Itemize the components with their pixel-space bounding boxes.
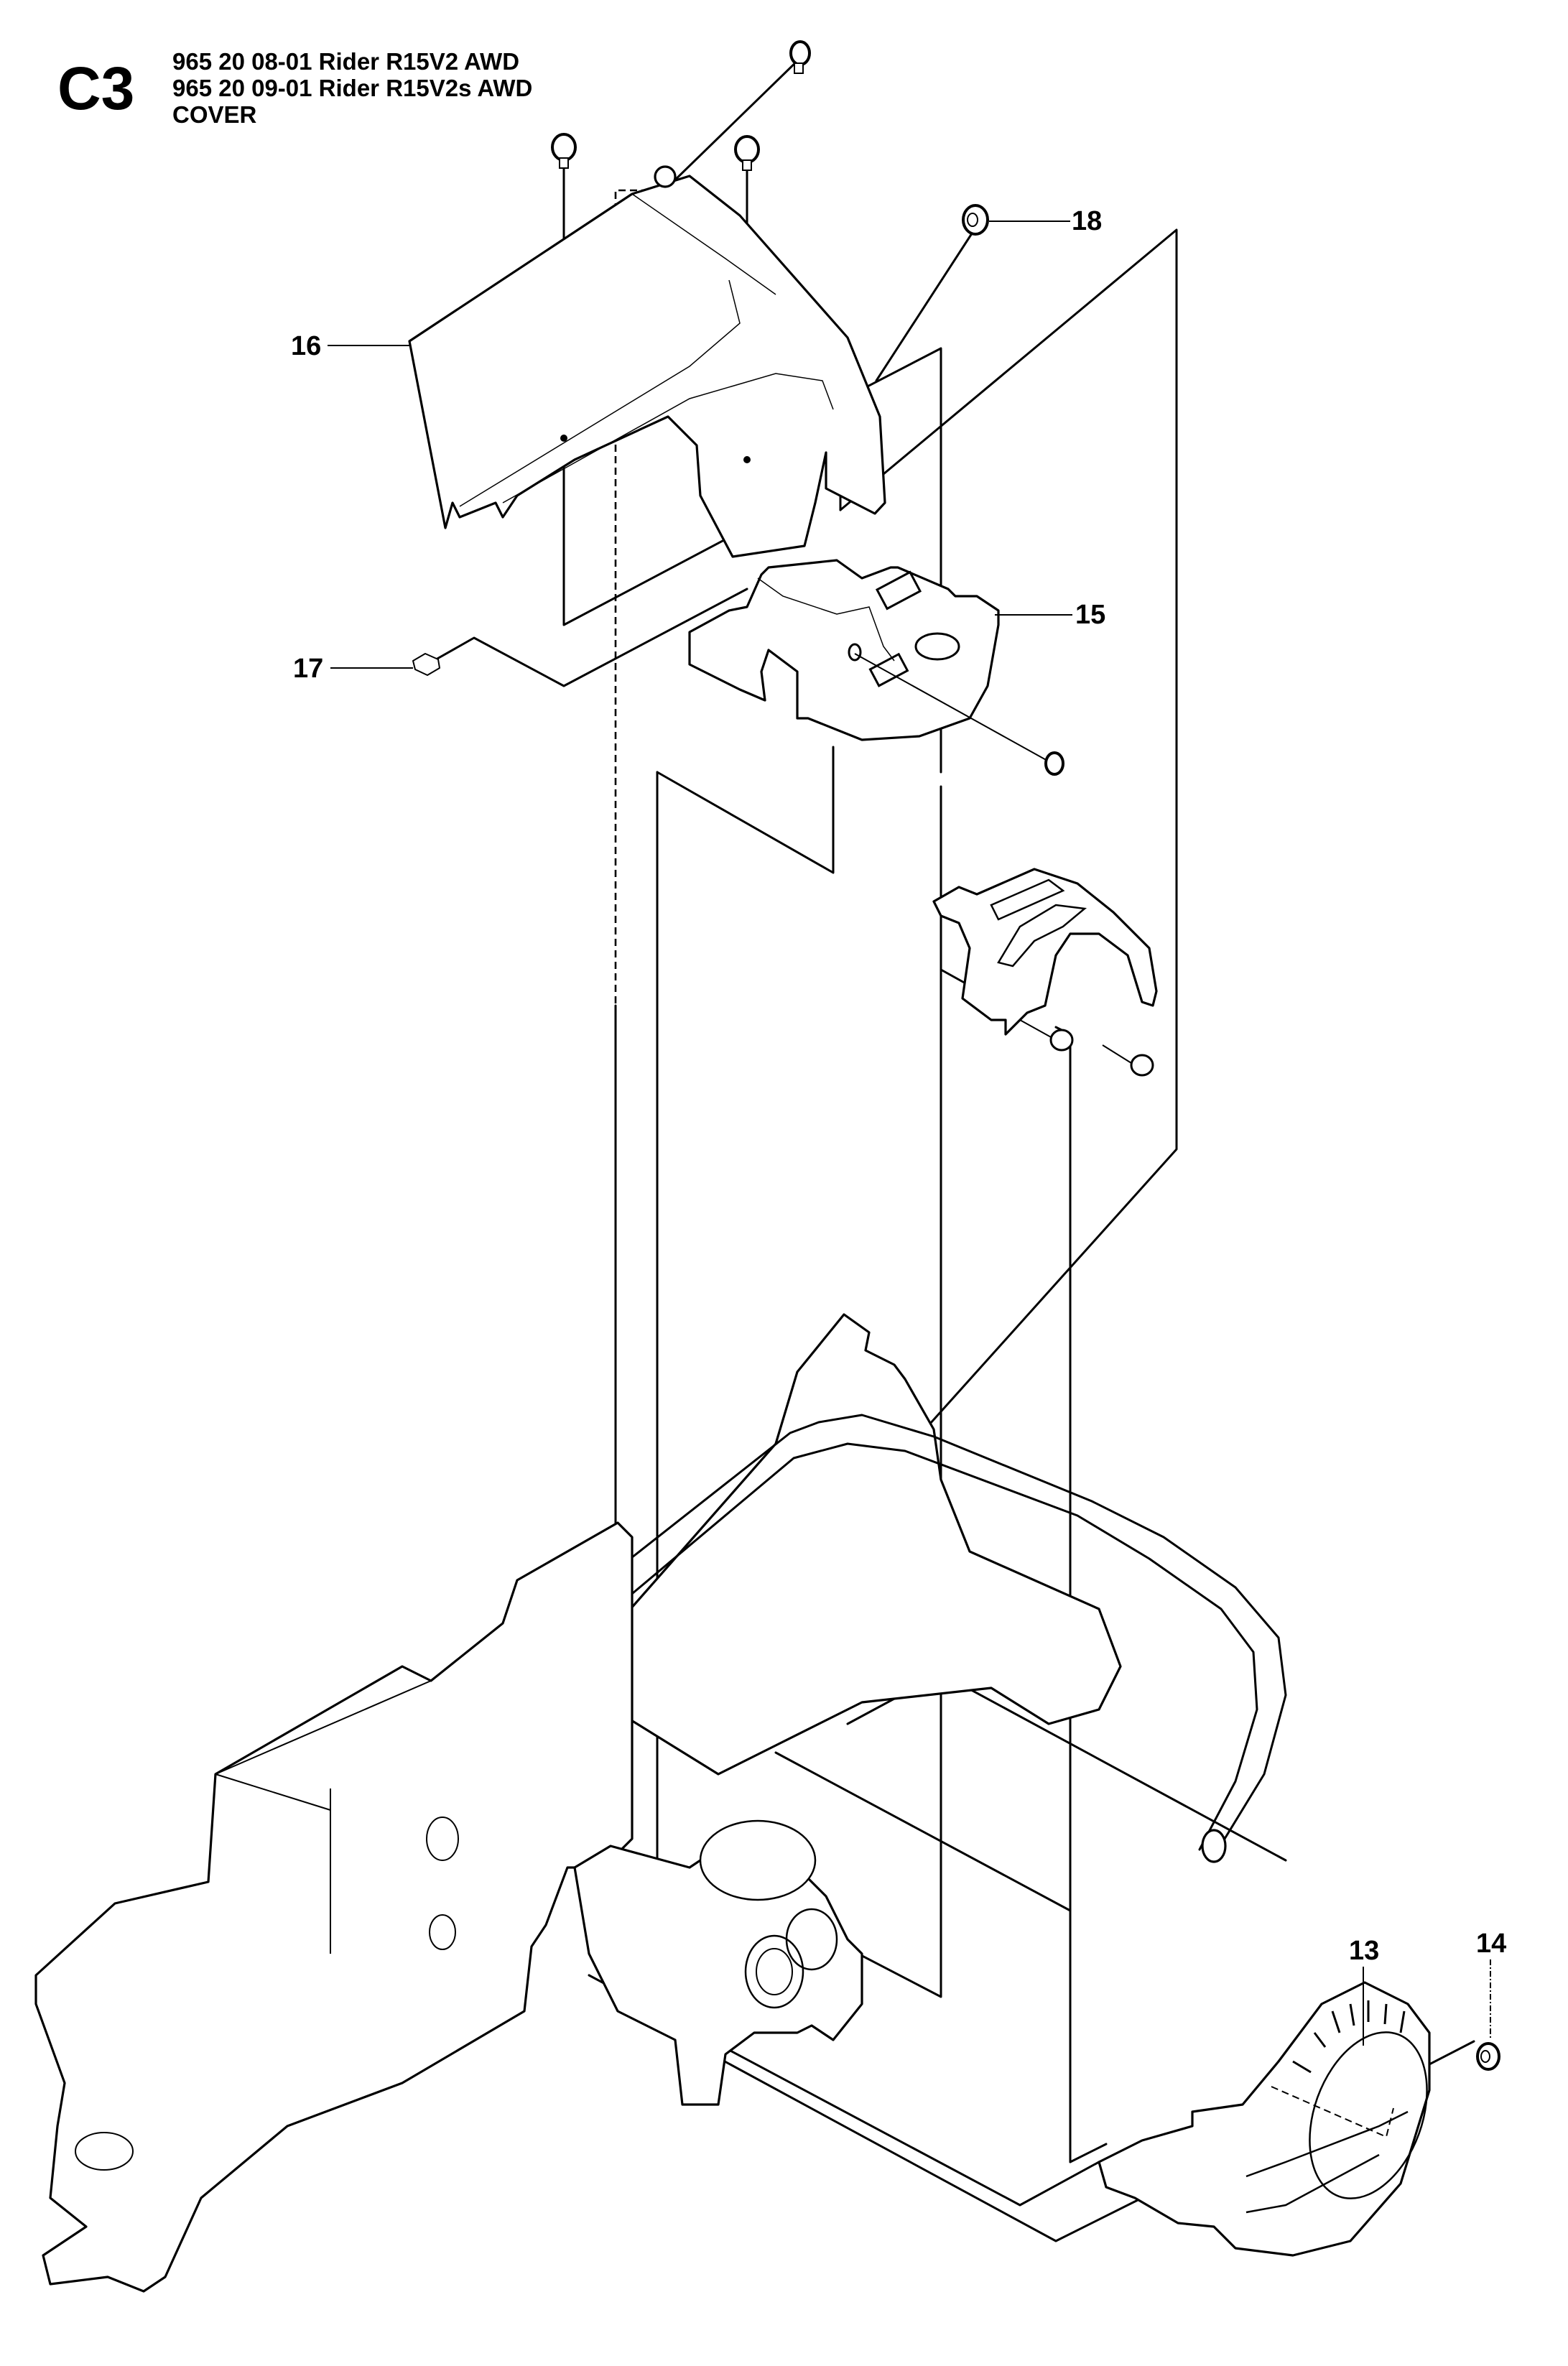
screw[interactable] [734, 135, 760, 171]
upper-cover-tab [654, 165, 677, 188]
part-chassis-frame [34, 1313, 1287, 2293]
handle-tube [570, 1414, 1287, 1840]
chassis-hole [426, 1817, 459, 1861]
callout-label: 16 [291, 331, 321, 361]
guide-line [430, 588, 748, 687]
guide-line [588, 1974, 1100, 2207]
main-chassis [34, 1521, 634, 2293]
lower-cover-edge [757, 577, 895, 662]
tube-end [1201, 1829, 1227, 1863]
model-line-2: 965 20 09-01 Rider R15V2s AWD [172, 75, 532, 101]
screw[interactable] [1044, 751, 1064, 776]
upper-cover-edge [459, 279, 741, 507]
callout-label: 17 [293, 654, 323, 684]
clip-nut-body [412, 653, 440, 676]
callout-15[interactable]: 15 [995, 600, 1105, 630]
guide-line [774, 1751, 1072, 1912]
callout-13[interactable]: 13 [1349, 1936, 1379, 2046]
steering-column-frame [566, 1313, 1122, 1776]
callout-label: 15 [1075, 600, 1105, 630]
screw-14[interactable] [1476, 2042, 1500, 2071]
part-clip-nut[interactable] [412, 653, 440, 676]
screw-hole [848, 643, 862, 662]
bracket-slot [997, 904, 1087, 968]
bolt [1130, 1054, 1154, 1077]
bracket-slot [990, 878, 1065, 921]
wheel-cover-cap [1309, 2031, 1428, 2199]
screw-group-top [551, 40, 989, 236]
gear-segment [699, 1819, 817, 1901]
screw-hole [743, 456, 751, 463]
upper-cover-edge [631, 193, 776, 295]
part-wheel-cover[interactable] [1098, 1981, 1449, 2257]
chassis-edge [215, 1680, 432, 1954]
diagram-header: C3 965 20 08-01 Rider R15V2 AWD 965 20 0… [57, 48, 532, 128]
assembly-name: COVER [172, 101, 257, 128]
part-upper-cover[interactable] [408, 165, 886, 558]
wheel-cover-band [1245, 2110, 1409, 2214]
lower-cover-window [875, 570, 922, 611]
guide-line [667, 56, 802, 188]
screw[interactable] [551, 133, 577, 169]
guide-line [631, 2010, 1143, 2242]
callout-label: 14 [1476, 1929, 1506, 1959]
part-lower-cover[interactable] [688, 559, 1064, 776]
screw[interactable] [789, 40, 811, 74]
callout-14[interactable]: 14 [1476, 1929, 1506, 2040]
screw-hole [560, 435, 567, 442]
guide-line [839, 228, 1178, 1029]
lower-cover-key-hole [914, 632, 960, 661]
chassis-hole [75, 2132, 134, 2171]
guide-line [875, 230, 975, 382]
callout-18[interactable]: 18 [989, 206, 1102, 236]
lower-cover-body [688, 559, 1000, 741]
upper-cover-edge [502, 373, 834, 504]
guide-line [656, 746, 835, 874]
bearing [744, 1934, 804, 2009]
callout-17[interactable]: 17 [293, 654, 413, 684]
chassis-hole [429, 1914, 456, 1950]
lower-cover-window [868, 652, 909, 687]
model-line-1: 965 20 08-01 Rider R15V2 AWD [172, 48, 519, 75]
callout-16[interactable]: 16 [291, 331, 409, 361]
callout-label: 18 [1072, 206, 1102, 236]
bearing [756, 1948, 793, 1995]
callouts: 13 14 15 16 17 18 [291, 206, 1506, 2046]
bracket-body [932, 868, 1158, 1036]
wheel-cover-ribs [1292, 2000, 1406, 2074]
part-bracket [932, 868, 1158, 1077]
callout-label: 13 [1349, 1936, 1379, 1966]
upper-cover-body [408, 175, 886, 558]
section-code: C3 [57, 55, 134, 122]
bolt [1049, 1029, 1074, 1052]
guide-line [614, 189, 649, 1006]
screw-18[interactable] [962, 204, 989, 236]
bearing [785, 1908, 838, 1971]
wheel-cover-body [1098, 1981, 1431, 2257]
handle-tube [591, 1442, 1258, 1851]
